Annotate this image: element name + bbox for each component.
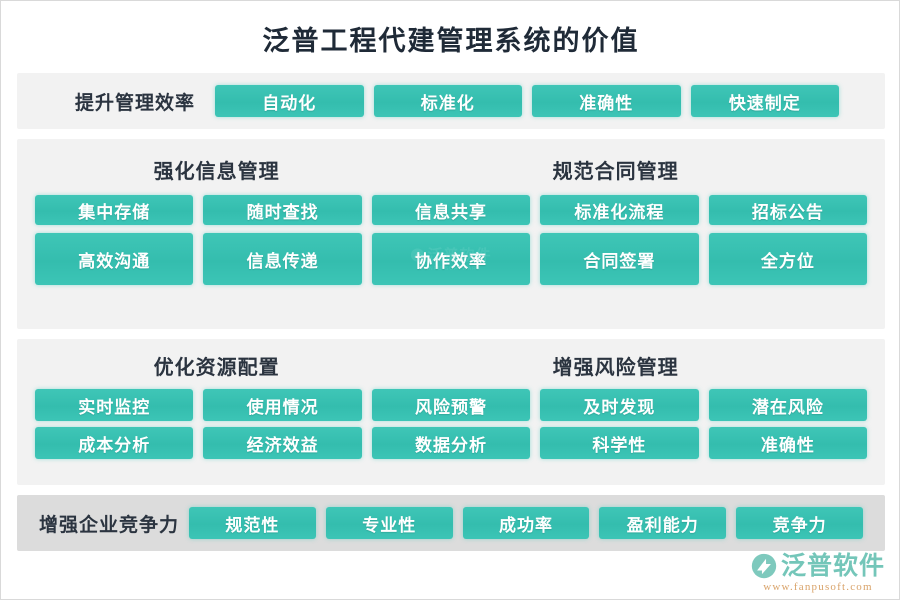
- group-heading-risk-management: 增强风险管理: [552, 357, 679, 379]
- tile-information-sharing[interactable]: 信息共享: [371, 195, 531, 225]
- group-heading-resource-allocation: 优化资源配置: [153, 357, 280, 379]
- tile-contract-signing[interactable]: 合同签署: [540, 233, 699, 285]
- tile-all-round[interactable]: 全方位: [708, 233, 868, 285]
- tile-group-improve-efficiency: 自动化 标准化 准确性 快速制定: [215, 85, 867, 117]
- tile-information-transfer[interactable]: 信息传递: [203, 233, 362, 285]
- tile-data-analysis[interactable]: 数据分析: [371, 427, 531, 459]
- group-heading-information-management: 强化信息管理: [153, 161, 280, 183]
- tile-bid-announcement[interactable]: 招标公告: [708, 195, 868, 225]
- fanpu-logo-icon: [751, 553, 777, 579]
- tile-accuracy-2[interactable]: 准确性: [708, 427, 868, 459]
- tile-anytime-search[interactable]: 随时查找: [203, 195, 362, 225]
- tile-risk-alert[interactable]: 风险预警: [371, 389, 531, 421]
- tile-row-resource-risk-1: 实时监控 使用情况 风险预警 及时发现 潜在风险: [35, 389, 868, 421]
- section-improve-efficiency: 提升管理效率 自动化 标准化 准确性 快速制定: [17, 73, 885, 129]
- tile-realtime-monitoring[interactable]: 实时监控: [35, 389, 194, 421]
- section-row: 提升管理效率 自动化 标准化 准确性 快速制定: [17, 73, 885, 129]
- tile-profitability[interactable]: 盈利能力: [599, 507, 727, 539]
- tile-rapid-planning[interactable]: 快速制定: [690, 85, 840, 117]
- tile-professionalism[interactable]: 专业性: [325, 507, 453, 539]
- tile-row-information-contract-2: 高效沟通 信息传递 协作效率 合同签署 全方位: [35, 233, 868, 285]
- tile-potential-risk[interactable]: 潜在风险: [708, 389, 868, 421]
- tile-economic-benefit[interactable]: 经济效益: [203, 427, 362, 459]
- section-information-and-contract: 强化信息管理 规范合同管理 集中存储 随时查找 信息共享 标准化流程 招标公告 …: [17, 139, 885, 329]
- tile-accuracy[interactable]: 准确性: [532, 85, 681, 117]
- tile-normativity[interactable]: 规范性: [189, 507, 316, 539]
- tile-usage-status[interactable]: 使用情况: [203, 389, 362, 421]
- brand-lockup: 泛普软件: [751, 553, 885, 579]
- tile-success-rate[interactable]: 成功率: [462, 507, 590, 539]
- tile-standard-process[interactable]: 标准化流程: [540, 195, 699, 225]
- brand-logo: 泛普软件 www.fanpusoft.com: [751, 553, 885, 593]
- tile-cost-analysis[interactable]: 成本分析: [35, 427, 194, 459]
- brand-name: 泛普软件: [780, 552, 885, 580]
- tile-centralized-storage[interactable]: 集中存储: [35, 195, 194, 225]
- page-title: 泛普工程代建管理系统的价值: [262, 26, 640, 56]
- section-label-enterprise-competitiveness: 增强企业竞争力: [39, 514, 180, 536]
- group-heading-row: 优化资源配置 增强风险管理: [17, 339, 885, 380]
- tile-scientific[interactable]: 科学性: [540, 427, 699, 459]
- tile-competitiveness[interactable]: 竞争力: [736, 507, 863, 539]
- section-enterprise-competitiveness: 增强企业竞争力 规范性 专业性 成功率 盈利能力 竞争力: [17, 495, 885, 551]
- section-resource-and-risk: 优化资源配置 增强风险管理 实时监控 使用情况 风险预警 及时发现 潜在风险 成…: [17, 339, 885, 485]
- tile-standardization[interactable]: 标准化: [373, 85, 523, 117]
- tile-row-resource-risk-2: 成本分析 经济效益 数据分析 科学性 准确性: [35, 427, 868, 459]
- tile-group-enterprise-competitiveness: 规范性 专业性 成功率 盈利能力 竞争力: [189, 507, 867, 539]
- tile-collaboration-efficiency[interactable]: 协作效率: [371, 233, 531, 285]
- group-heading-contract-management: 规范合同管理: [552, 161, 679, 183]
- tile-efficient-communication[interactable]: 高效沟通: [35, 233, 194, 285]
- group-heading-row: 强化信息管理 规范合同管理: [17, 139, 885, 184]
- tile-row-information-contract-1: 集中存储 随时查找 信息共享 标准化流程 招标公告: [35, 195, 868, 225]
- brand-url: www.fanpusoft.com: [763, 581, 873, 593]
- section-row: 增强企业竞争力 规范性 专业性 成功率 盈利能力 竞争力: [17, 495, 885, 551]
- section-label-improve-efficiency: 提升管理效率: [75, 92, 196, 114]
- tile-timely-detection[interactable]: 及时发现: [540, 389, 699, 421]
- tile-automation[interactable]: 自动化: [215, 85, 364, 117]
